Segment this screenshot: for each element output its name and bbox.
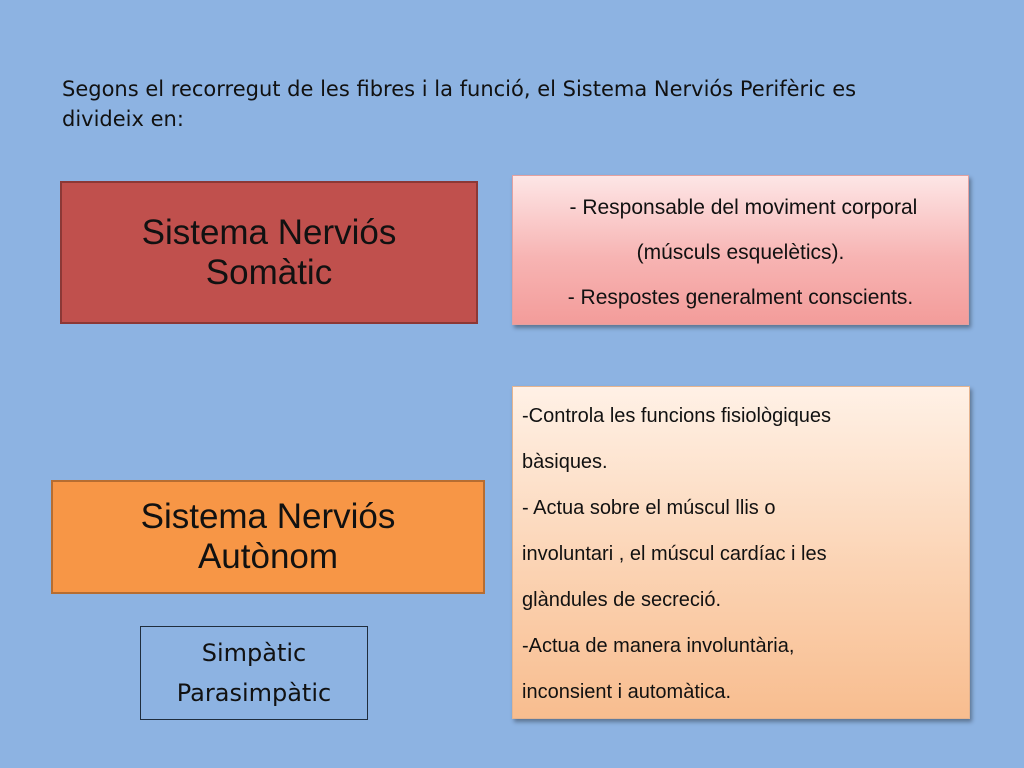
autonomic-description-line: involuntari , el múscul cardíac i les xyxy=(522,543,827,565)
autonomic-description-line: - Actua sobre el múscul llis o xyxy=(522,497,776,519)
sympathetic-label: Simpàtic xyxy=(201,639,307,667)
autonomic-description-line: inconsient i automàtica. xyxy=(522,681,732,703)
somatic-description-line: - Responsable del moviment corporal xyxy=(563,196,918,219)
somatic-title-line-1: Sistema Nerviós xyxy=(141,212,397,252)
autonomic-title-line-2: Autònom xyxy=(197,537,339,576)
autonomic-title-line-1: Sistema Nerviós xyxy=(140,497,396,536)
autonomic-description-line: bàsiques. xyxy=(522,451,608,473)
intro-text: Segons el recorregut de les fibres i la … xyxy=(62,74,962,134)
parasympathetic-label: Parasimpàtic xyxy=(176,679,332,707)
autonomic-subdivisions-box: Simpàtic Parasimpàtic xyxy=(140,626,368,720)
autonomic-description-line: -Actua de manera involuntària, xyxy=(522,635,795,657)
autonomic-description-line: -Controla les funcions fisiològiques xyxy=(522,405,832,427)
autonomic-description-line: glàndules de secreció. xyxy=(522,589,722,611)
somatic-title-line-2: Somàtic xyxy=(205,252,333,292)
intro-line-2: divideix en: xyxy=(62,107,184,131)
intro-line-1: Segons el recorregut de les fibres i la … xyxy=(62,77,857,101)
somatic-system-box: Sistema Nerviós Somàtic xyxy=(60,181,478,324)
autonomic-system-box: Sistema Nerviós Autònom xyxy=(51,480,485,594)
somatic-description-box: - Responsable del moviment corporal (mús… xyxy=(512,175,969,325)
somatic-description-line: - Respostes generalment conscients. xyxy=(567,286,914,309)
autonomic-description-box: -Controla les funcions fisiològiques bàs… xyxy=(512,386,970,719)
somatic-description-line: (músculs esquelètics). xyxy=(636,241,845,264)
